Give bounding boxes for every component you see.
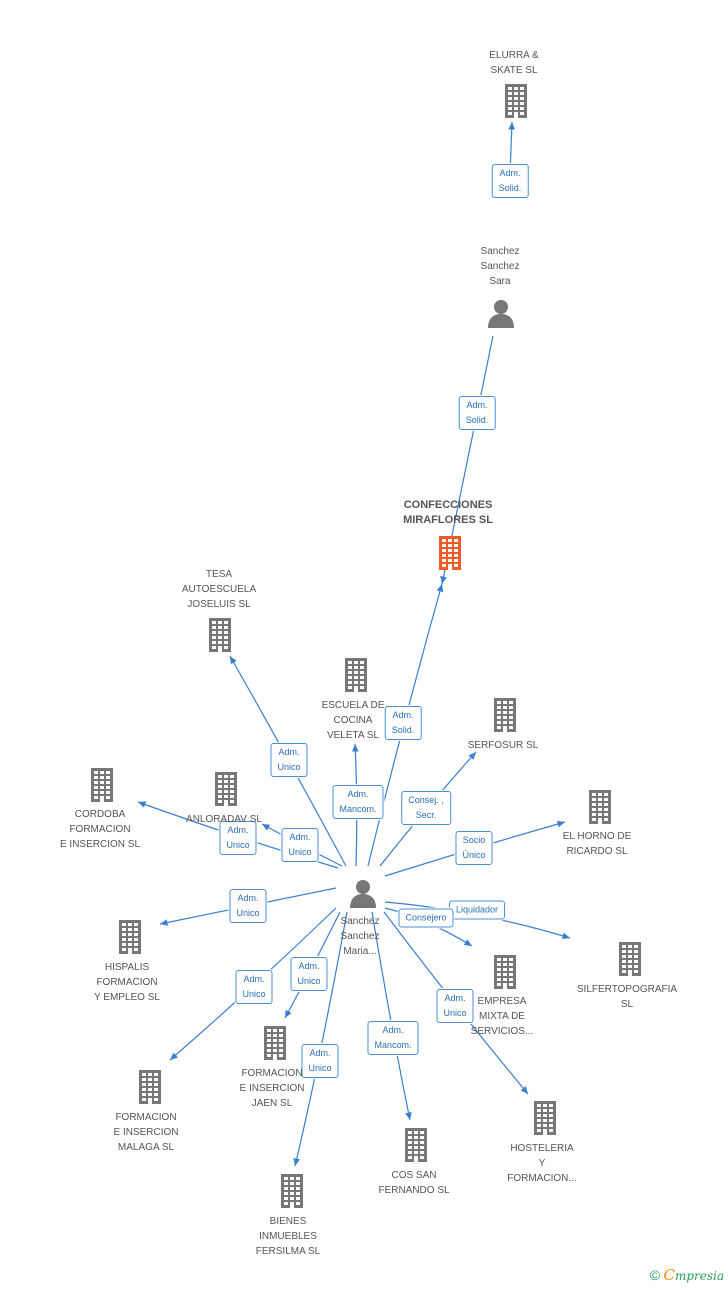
building-icon[interactable]: [617, 942, 643, 981]
relation-badge-confecciones[interactable]: Adm. Solid.: [384, 706, 422, 740]
building-icon[interactable]: [213, 772, 239, 811]
node-label-elhorno[interactable]: EL HORNO DE RICARDO SL: [562, 831, 632, 857]
building-icon[interactable]: [117, 920, 143, 959]
building-icon[interactable]: [532, 1101, 558, 1140]
building-icon[interactable]: [587, 790, 613, 829]
relation-badge-confecciones[interactable]: Adm. Solid.: [458, 396, 496, 430]
building-icon[interactable]: [279, 1174, 305, 1213]
node-label-anloradav[interactable]: ANLORADAV SL: [186, 814, 262, 825]
building-icon[interactable]: [262, 1026, 288, 1065]
node-label-fmalaga[interactable]: FORMACION E INSERCION MALAGA SL: [113, 1112, 179, 1153]
node-label-bienes[interactable]: BIENES INMUEBLES FERSILMA SL: [255, 1216, 321, 1257]
relation-badge-tesa[interactable]: Adm. Unico: [270, 743, 308, 777]
node-label-silferto[interactable]: SILFERTOPOGRAFIA SL: [576, 984, 678, 1010]
relation-badge-fmalaga[interactable]: Adm. Unico: [235, 970, 273, 1004]
node-label-fjaen[interactable]: FORMACION E INSERCION JAEN SL: [239, 1068, 305, 1109]
relation-badge-escuela[interactable]: Adm. Mancom.: [332, 785, 384, 819]
relation-badge-hosteleria[interactable]: Adm. Unico: [436, 989, 474, 1023]
relation-badge-empresa[interactable]: Consejero: [398, 908, 454, 928]
empresia-logo[interactable]: Cmpresia: [663, 1266, 724, 1284]
node-label-escuela[interactable]: ESCUELA DE COCINA VELETA SL: [321, 700, 385, 741]
relation-badge-fjaen[interactable]: Adm. Unico: [290, 957, 328, 991]
building-icon[interactable]: [207, 618, 233, 657]
relation-badge-cossan[interactable]: Adm. Mancom.: [367, 1021, 419, 1055]
relation-badge-elhorno[interactable]: Socio Único: [455, 831, 493, 865]
node-label-hispalis[interactable]: HISPALIS FORMACION Y EMPLEO SL: [94, 962, 160, 1003]
building-icon[interactable]: [343, 658, 369, 697]
node-label-sara[interactable]: Sanchez Sanchez Sara: [480, 246, 520, 287]
node-label-confecciones[interactable]: CONFECCIONES MIRAFLORES SL: [403, 499, 493, 526]
node-label-cordoba[interactable]: CORDOBA FORMACION E INSERCION SL: [59, 809, 141, 850]
relation-badge-anloradav[interactable]: Adm. Unico: [281, 828, 319, 862]
building-icon[interactable]: [137, 1070, 163, 1109]
building-icon[interactable]: [403, 1128, 429, 1167]
relation-badge-silferto[interactable]: Liquidador: [448, 900, 506, 920]
building-icon[interactable]: [492, 698, 518, 737]
node-label-cossan[interactable]: COS SAN FERNANDO SL: [378, 1170, 450, 1196]
relation-badge-elurra[interactable]: Adm. Solid.: [491, 164, 529, 198]
node-label-maria[interactable]: Sanchez Sanchez Maria...: [340, 916, 380, 957]
building-icon[interactable]: [437, 536, 463, 575]
node-label-elurra[interactable]: ELURRA & SKATE SL: [489, 50, 539, 76]
relation-badge-serfosur[interactable]: Consej. , Secr.: [401, 791, 451, 825]
node-label-serfosur[interactable]: SERFOSUR SL: [467, 740, 539, 751]
building-icon[interactable]: [89, 768, 115, 807]
node-label-empresa[interactable]: EMPRESA MIXTA DE SERVICIOS...: [470, 996, 534, 1037]
copyright-icon: ©: [649, 1267, 661, 1283]
relation-badge-bienes[interactable]: Adm. Unico: [301, 1044, 339, 1078]
person-icon[interactable]: [348, 878, 378, 913]
footer-brand: © Cmpresia: [650, 1266, 724, 1284]
building-icon[interactable]: [492, 955, 518, 994]
relation-badge-hispalis[interactable]: Adm. Unico: [229, 889, 267, 923]
building-icon[interactable]: [503, 84, 529, 123]
node-label-hosteleria[interactable]: HOSTELERIA Y FORMACION...: [507, 1143, 577, 1184]
node-label-tesa[interactable]: TESA AUTOESCUELA JOSELUIS SL: [181, 569, 257, 610]
person-icon[interactable]: [486, 298, 516, 333]
relation-badge-cordoba[interactable]: Adm. Unico: [219, 821, 257, 855]
